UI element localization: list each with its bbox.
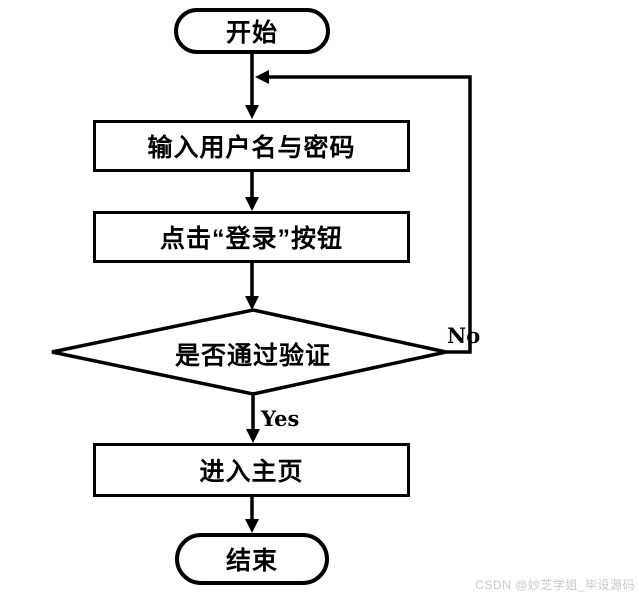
arrow-input-to-click-head	[245, 197, 259, 211]
node-end-label: 结束	[225, 547, 278, 575]
node-input-credentials: 输入用户名与密码	[93, 120, 410, 172]
node-enter-home-label: 进入主页	[199, 458, 304, 486]
node-input-credentials-label: 输入用户名与密码	[147, 134, 356, 162]
arrow-click-to-decision-head	[245, 296, 259, 310]
node-verify-decision-label: 是否通过验证	[174, 342, 331, 370]
arrow-home-to-end-head	[245, 519, 259, 533]
node-start: 开始	[174, 8, 330, 54]
edge-label-yes: Yes	[261, 406, 300, 431]
edge-label-no: No	[447, 323, 481, 348]
watermark: CSDN @妙芝学姐_毕设源码	[475, 578, 635, 592]
arrow-no-loop-line	[264, 75, 472, 354]
node-end: 结束	[175, 533, 329, 585]
arrow-no-loop-head	[255, 70, 269, 84]
node-click-login-label: 点击“登录”按钮	[159, 225, 343, 253]
arrow-start-to-input-head	[245, 105, 259, 119]
node-start-label: 开始	[225, 19, 278, 47]
node-click-login: 点击“登录”按钮	[93, 211, 410, 263]
node-enter-home: 进入主页	[93, 443, 410, 497]
arrow-decision-to-home-head	[246, 429, 260, 443]
